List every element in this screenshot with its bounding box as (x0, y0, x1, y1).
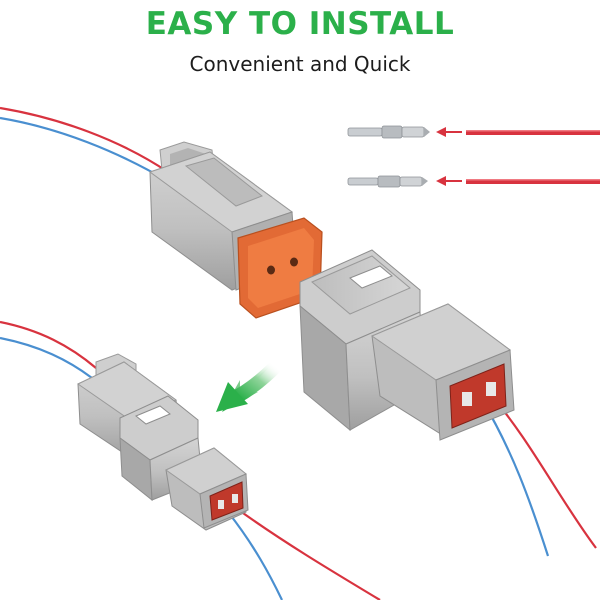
wire-segment-upper (466, 130, 600, 135)
wires-right-receptacle (481, 393, 597, 557)
direction-arrow-icon (216, 359, 283, 412)
headline-subtitle: Convenient and Quick (189, 52, 411, 76)
terminal-pin-upper (347, 125, 430, 139)
wire-segment-lower (466, 179, 600, 184)
wires-bottom-left (0, 320, 381, 600)
insert-arrow-lower (436, 176, 462, 186)
receptacle-connector-right (299, 249, 515, 441)
wires-top-left (0, 106, 169, 181)
plug-connector-top (148, 141, 323, 319)
headline-title: EASY TO INSTALL (145, 6, 455, 42)
terminal-pin-lower (347, 175, 428, 188)
assembled-connector (77, 353, 249, 531)
insert-arrow-upper (436, 127, 462, 137)
